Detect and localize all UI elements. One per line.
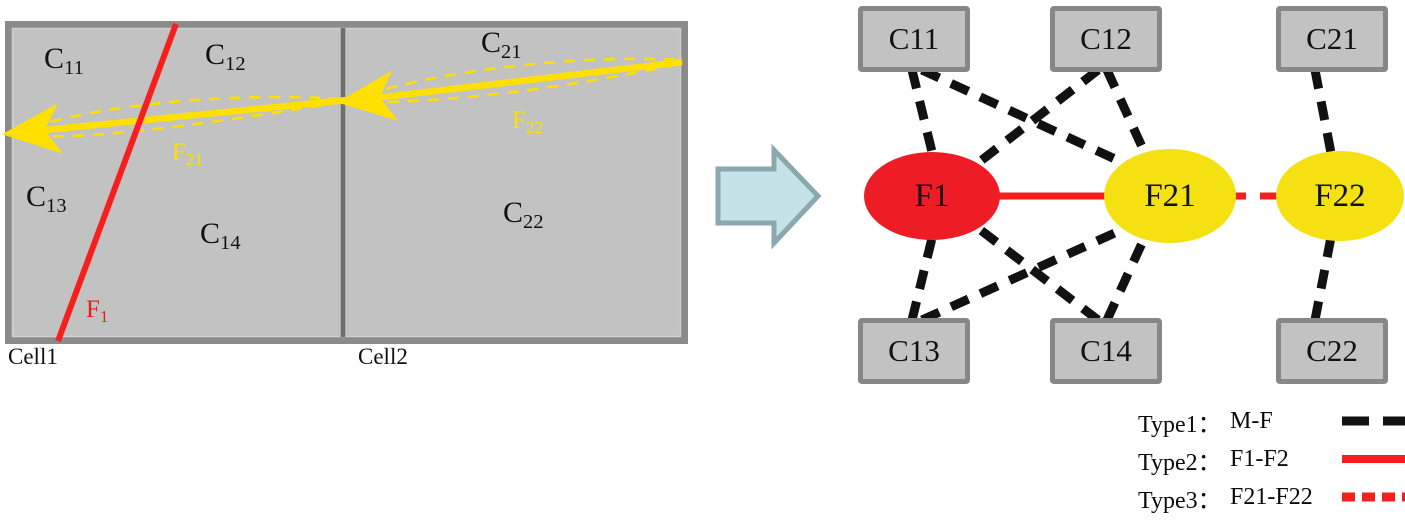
legend-type1-desc: M-F: [1230, 407, 1273, 434]
graph-node-box-C21[interactable]: C21: [1276, 6, 1388, 72]
graph-node-F21[interactable]: F21: [1104, 149, 1236, 243]
edge-C21-F22: [1310, 69, 1337, 159]
f21-fracture-line: [2, 96, 348, 154]
matrix-label-C22: C22: [503, 196, 544, 234]
legend-type2-sample: [1340, 447, 1405, 471]
legend-type2-label: Type2：: [1138, 449, 1222, 476]
graph-node-box-C11[interactable]: C11: [858, 6, 970, 72]
legend-type2-desc: F1-F2: [1230, 445, 1289, 472]
f21-envelope-upper: [12, 95, 346, 136]
matrix-label-C13: C13: [26, 180, 67, 218]
graph-node-box-C22[interactable]: C22: [1276, 318, 1388, 384]
matrix-label-C14: C14: [200, 217, 241, 255]
cell-name-cell1: Cell1: [8, 344, 58, 369]
graph-node-F21-label: F21: [1144, 177, 1196, 214]
legend-type1-label: Type1：: [1138, 411, 1222, 438]
matrix-label-C21: C21: [481, 26, 522, 64]
graph-node-F1[interactable]: F1: [864, 152, 1000, 240]
f21-envelope-lower: [12, 99, 346, 139]
f22-envelope-lower: [347, 61, 683, 104]
matrix-label-C11: C11: [44, 42, 85, 80]
graph-node-F1-label: F1: [914, 177, 950, 214]
edge-C12-F21: [1102, 68, 1153, 162]
legend-row-type3: Type3： F21-F22: [1138, 478, 1405, 516]
fracture-label-F1: F1: [86, 296, 109, 327]
f22-envelope-upper: [347, 57, 683, 102]
edge-C14-F1: [975, 224, 1101, 324]
edge-C12-F1: [975, 66, 1101, 167]
graph-node-box-C14[interactable]: C14: [1050, 318, 1162, 384]
graph-node-box-C21-label: C21: [1306, 21, 1358, 56]
graph-node-F22-label: F22: [1314, 177, 1366, 214]
legend-row-type2: Type2： F1-F2: [1138, 440, 1405, 478]
legend: Type1： M-F Type2： F1-F2 Type3： F21-F22: [1138, 402, 1405, 516]
edge-C22-F22: [1310, 231, 1337, 321]
cell-name-cell2: Cell2: [358, 344, 408, 369]
f22-fracture-line: [337, 58, 683, 121]
legend-type3-desc: F21-F22: [1230, 483, 1313, 510]
matrix-block-rect: [5, 21, 688, 344]
legend-type3-sample: [1340, 485, 1405, 509]
graph-node-box-C12-label: C12: [1080, 21, 1132, 56]
graph-node-F22[interactable]: F22: [1276, 151, 1404, 241]
legend-type3-label: Type3：: [1138, 487, 1222, 514]
edge-C11-F21: [920, 65, 1130, 170]
fracture-label-F22: F22: [512, 107, 544, 138]
legend-type1-sample: [1340, 409, 1405, 433]
matrix-label-C12: C12: [205, 38, 246, 76]
graph-node-box-C12[interactable]: C12: [1050, 6, 1162, 72]
graph-node-box-C13-label: C13: [888, 333, 940, 368]
edge-C13-F21: [920, 222, 1130, 325]
legend-row-type1: Type1： M-F: [1138, 402, 1405, 440]
edge-C13-F1: [907, 228, 939, 322]
right-arrow-icon: [715, 143, 822, 250]
fracture-label-F21: F21: [172, 139, 204, 170]
graph-node-box-C11-label: C11: [888, 21, 940, 56]
graph-node-box-C14-label: C14: [1080, 333, 1132, 368]
edge-C11-F1: [907, 68, 939, 162]
graph-node-box-C13[interactable]: C13: [858, 318, 970, 384]
graph-node-box-C22-label: C22: [1306, 333, 1358, 368]
edge-C14-F21: [1102, 228, 1153, 322]
